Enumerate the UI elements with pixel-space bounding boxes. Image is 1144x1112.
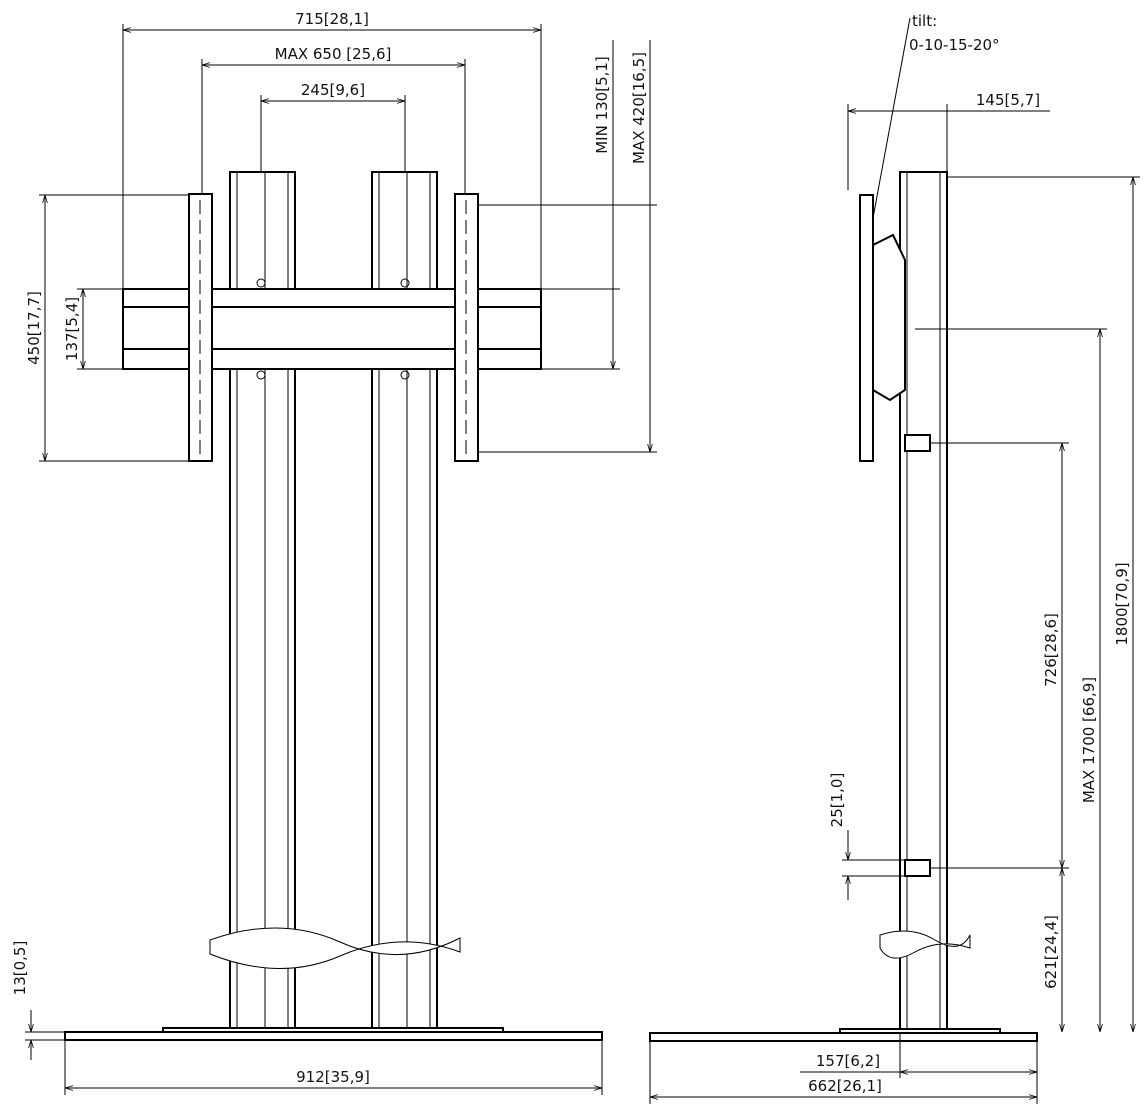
max-hole-width-label: MAX 650 [25,6]: [275, 45, 392, 63]
tilt-label: tilt:: [912, 12, 937, 30]
side-view: tilt: 0-10-15-20° 145[5,7] 1800[70,9] MA…: [649, 12, 1140, 1104]
max-vertical-label: MAX 420[16,5]: [630, 52, 648, 164]
base-depth-label: 662[26,1]: [808, 1077, 882, 1095]
front-view: 715[28,1] MAX 650 [25,6] 245[9,6] 450[17…: [11, 10, 657, 1095]
tilt-values: 0-10-15-20°: [909, 36, 1000, 54]
min-vertical-label: MIN 130[5,1]: [593, 56, 611, 154]
base-thickness-label: 13[0,5]: [11, 941, 29, 996]
max-height-label: MAX 1700 [66,9]: [1080, 677, 1098, 803]
shelf-gap-label: 25[1,0]: [828, 773, 846, 828]
height-621-label: 621[24,4]: [1042, 915, 1060, 989]
crossbar-height-label: 137[5,4]: [63, 297, 81, 361]
depth-label: 145[5,7]: [976, 91, 1040, 109]
column-spacing-label: 245[9,6]: [301, 81, 365, 99]
bracket-height-label: 450[17,7]: [25, 291, 43, 365]
base-width-label: 912[35,9]: [296, 1068, 370, 1086]
width-overall-label: 715[28,1]: [295, 10, 369, 28]
height-726-label: 726[28,6]: [1042, 613, 1060, 687]
column-offset-label: 157[6,2]: [816, 1052, 880, 1070]
total-height-label: 1800[70,9]: [1113, 562, 1131, 645]
